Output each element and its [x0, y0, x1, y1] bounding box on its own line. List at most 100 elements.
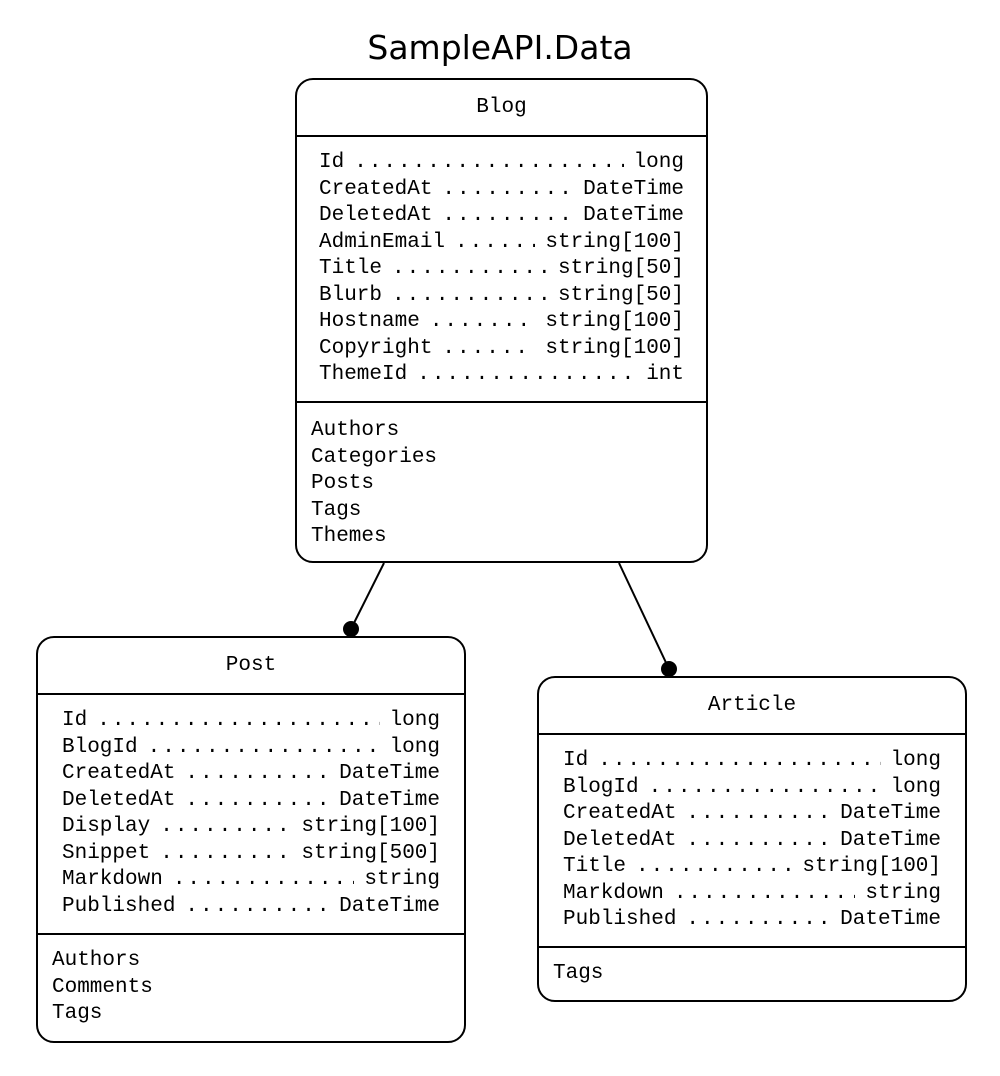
field-name: CreatedAt [62, 762, 176, 785]
field-type: string[500] [301, 841, 440, 865]
navigation-item: Posts [311, 472, 375, 495]
field-name: Blurb [319, 283, 383, 307]
field-row: Published DateTime [563, 907, 941, 934]
navigation-item: Tags [553, 962, 604, 985]
field-name: DeletedAt [319, 204, 433, 227]
navigation-item: Comments [52, 975, 153, 999]
dot-leader [354, 150, 623, 177]
field-name: Snippet [62, 841, 151, 865]
field-row: Blurbstring[50] [319, 283, 684, 310]
dot-leader [392, 256, 548, 283]
field-row: Markdownstring [563, 881, 941, 908]
field-row: CreatedAt DateTime [563, 801, 941, 828]
dot-leader [686, 828, 830, 855]
entity-blog: Blog IdlongCreatedAtDateTimeDeletedAtDat… [295, 78, 708, 563]
field-row: CreatedAtDateTime [319, 177, 684, 204]
field-row: Published DateTime [62, 894, 440, 921]
field-type: int [646, 363, 684, 386]
field-row: Id long [563, 748, 941, 775]
field-list: IdlongBlogIdlongCreatedAtDateTimeDeleted… [38, 695, 464, 935]
navigation-item: Tags [52, 1002, 103, 1025]
entity-header: Article [539, 678, 965, 735]
navigation-item: Authors [311, 419, 400, 442]
field-name: Id [319, 151, 345, 174]
dot-leader [649, 775, 881, 802]
dot-leader [442, 177, 573, 204]
field-row: BlogIdlong [62, 735, 440, 762]
dot-leader [160, 814, 291, 841]
field-type: string[100] [301, 815, 440, 838]
field-row: Id long [62, 708, 440, 735]
navigation-item: Categories [311, 445, 438, 469]
field-type: DateTime [339, 788, 440, 812]
entity-header: Post [38, 638, 464, 695]
dot-leader [392, 283, 548, 310]
field-name: ThemeId [319, 363, 408, 386]
field-type: DateTime [339, 762, 440, 785]
field-type: DateTime [840, 828, 941, 852]
dot-leader [185, 894, 329, 921]
field-type: long [389, 709, 440, 732]
field-name: Published [563, 908, 677, 931]
field-type: string[100] [802, 855, 941, 878]
field-row: Copyrightstring[100] [319, 336, 684, 363]
field-name: Hostname [319, 310, 420, 333]
entity-name: Article [707, 694, 797, 717]
dot-leader [417, 362, 636, 389]
field-type: string[100] [545, 310, 684, 333]
field-type: long [890, 749, 941, 772]
navigation-item: Authors [52, 949, 141, 972]
field-type: long [890, 775, 941, 799]
field-name: Markdown [563, 881, 664, 905]
dot-leader [148, 735, 380, 762]
field-name: AdminEmail [319, 230, 446, 254]
field-name: CreatedAt [563, 802, 677, 825]
navigation-item: Tags [311, 498, 362, 522]
relation-blog-post-line [350, 562, 385, 630]
field-name: Display [62, 815, 151, 838]
field-row: Titlestring[50] [319, 256, 684, 283]
dot-leader [636, 854, 792, 881]
entity-post: Post IdlongBlogIdlongCreatedAtDateTimeDe… [36, 636, 466, 1043]
dot-leader [185, 761, 329, 788]
field-row: CreatedAt DateTime [62, 761, 440, 788]
dot-leader [442, 336, 535, 363]
field-row: Markdownstring [62, 867, 440, 894]
dot-leader [674, 881, 856, 908]
field-row: BlogId long [563, 775, 941, 802]
entity-name: Post [225, 654, 277, 677]
field-type: DateTime [840, 908, 941, 931]
dot-leader [185, 788, 329, 815]
relation-blog-article-end-dot [661, 661, 677, 677]
field-type: string [364, 868, 440, 891]
field-type: string[100] [545, 230, 684, 254]
field-row: Display string[100] [62, 814, 440, 841]
field-type: long [633, 151, 684, 174]
field-type: long [389, 735, 440, 759]
field-name: CreatedAt [319, 177, 433, 201]
dot-leader [598, 748, 880, 775]
field-name: DeletedAt [563, 828, 677, 852]
entity-article: Article IdlongBlogIdlongCreatedAtDateTim… [537, 676, 967, 1002]
field-row: Id long [319, 150, 684, 177]
field-type: DateTime [583, 204, 684, 227]
field-name: Id [62, 709, 88, 732]
field-name: Title [563, 855, 627, 878]
field-list: Id longCreatedAtDateTimeDeletedAt DateTime… [297, 137, 706, 403]
field-row: Snippet string[500] [62, 841, 440, 868]
dot-leader [430, 309, 536, 336]
dot-leader [686, 907, 830, 934]
field-type: string[50] [557, 257, 684, 280]
field-name: BlogId [563, 775, 639, 799]
field-row: Title string[100] [563, 854, 941, 881]
dot-leader [442, 203, 573, 230]
dot-leader [686, 801, 830, 828]
field-type: DateTime [339, 894, 440, 918]
field-name: Published [62, 894, 176, 918]
relation-blog-article-line [618, 562, 670, 670]
field-type: string[100] [545, 336, 684, 360]
field-name: Id [563, 749, 589, 772]
field-type: DateTime [840, 802, 941, 825]
